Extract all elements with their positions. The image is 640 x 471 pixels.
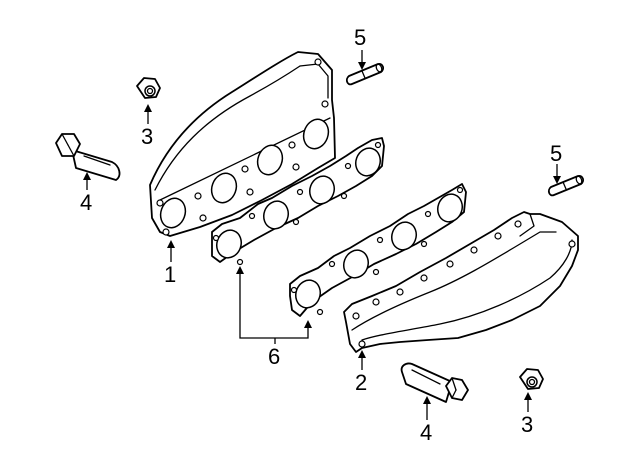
stud-bottom	[400, 362, 469, 403]
nut-top	[136, 77, 161, 99]
callout-pin-right: 5	[550, 141, 562, 166]
callout-stud-left: 4	[80, 190, 92, 215]
callout-gaskets: 6	[268, 344, 280, 369]
callout-nut-top: 3	[141, 124, 153, 149]
callout-nut-bottom: 3	[521, 412, 533, 437]
stud-left	[55, 133, 121, 181]
gasket-lower	[289, 183, 467, 317]
right-exhaust-manifold	[343, 211, 579, 353]
callout-manifold-left: 1	[164, 262, 176, 287]
dowel-pin-top	[345, 63, 385, 86]
callout-manifold-right: 2	[355, 370, 367, 395]
left-exhaust-manifold	[149, 51, 336, 237]
gasket-upper	[211, 137, 385, 266]
callout-stud-bottom: 4	[420, 420, 432, 445]
callout-pin-top: 5	[354, 25, 366, 50]
nut-bottom	[519, 368, 544, 390]
dowel-pin-right	[547, 175, 585, 197]
leader-lines	[83, 50, 561, 420]
